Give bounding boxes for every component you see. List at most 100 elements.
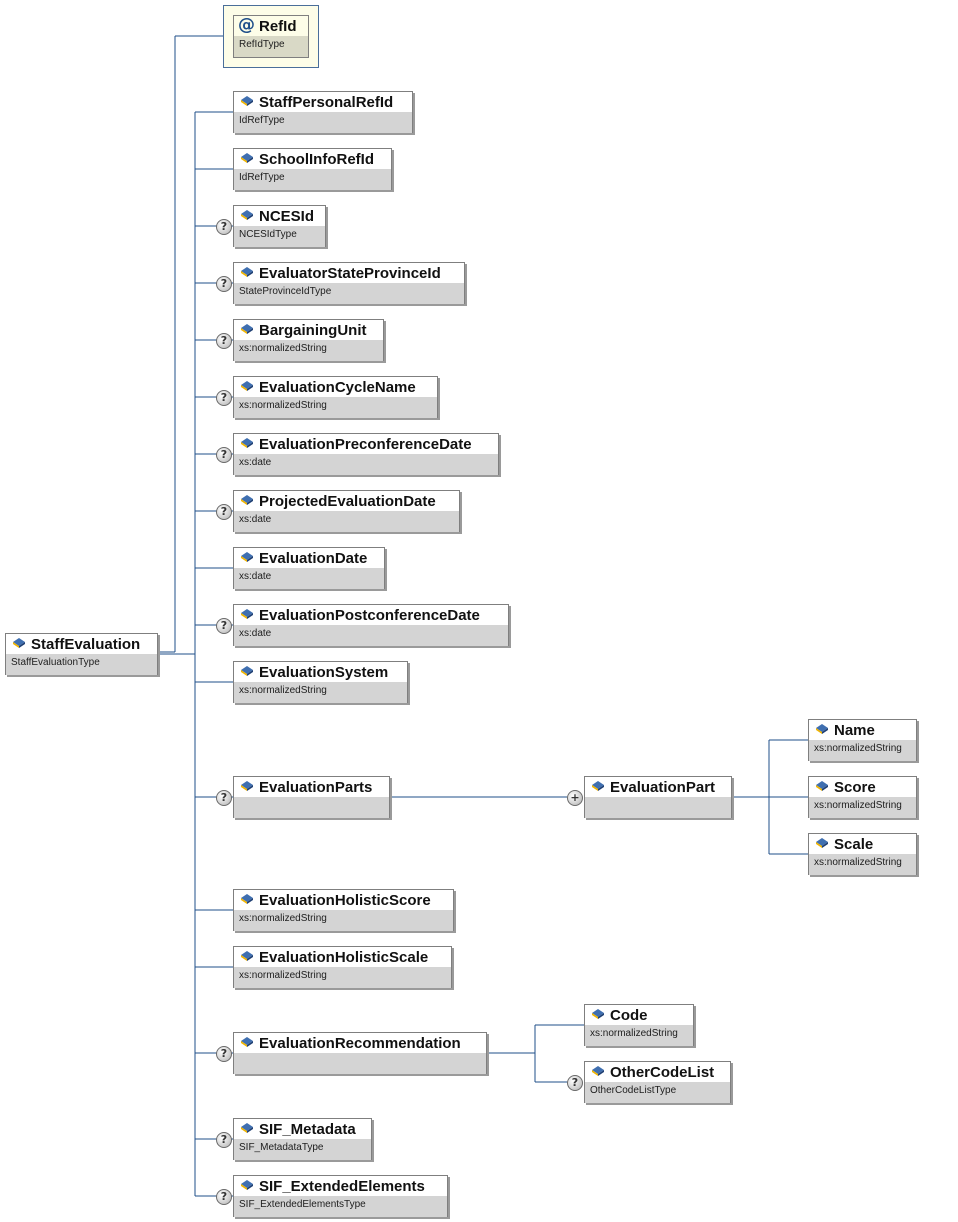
element-type: xs:date [234,568,384,589]
plus-badge-icon[interactable]: + [567,790,583,806]
element-icon [241,381,253,391]
element-icon [13,638,25,648]
element-icon [816,724,828,734]
root-name: StaffEvaluation [31,636,141,653]
element-name: EvaluatorStateProvinceId [259,265,441,282]
element-type: xs:normalizedString [234,910,453,931]
question-mark-badge-icon[interactable]: ? [216,618,232,634]
question-mark-badge-icon[interactable]: ? [216,276,232,292]
question-mark-badge-icon[interactable]: ? [216,504,232,520]
element-name: Scale [834,836,874,853]
element-type: xs:normalizedString [234,397,437,418]
element-type: IdRefType [234,169,391,190]
element-name: EvaluationSystem [259,664,389,681]
element-type: xs:normalizedString [234,682,407,703]
element-type: xs:normalizedString [809,797,916,818]
element-type: SIF_MetadataType [234,1139,371,1160]
element-icon [241,267,253,277]
element-icon [241,1037,253,1047]
element-name: ProjectedEvaluationDate [259,493,436,510]
element-icon [241,438,253,448]
element-icon [241,495,253,505]
element-type [234,797,389,818]
element-icon [241,666,253,676]
element-type: xs:date [234,625,508,646]
element-type: xs:normalizedString [809,740,916,761]
question-mark-badge-icon[interactable]: ? [216,333,232,349]
question-mark-badge-icon[interactable]: ? [216,447,232,463]
element-icon [241,210,253,220]
root-element-staffevaluation[interactable]: StaffEvaluation StaffEvaluationType [5,633,158,675]
element-type: xs:normalizedString [809,854,916,875]
element-icon [241,951,253,961]
element-type: xs:date [234,454,498,475]
element-type [585,797,731,818]
question-mark-badge-icon[interactable]: ? [216,790,232,806]
question-mark-badge-icon[interactable]: ? [216,390,232,406]
attribute-refid[interactable]: @ RefId RefIdType [233,15,309,58]
element-type [234,1053,486,1074]
element-icon [592,1066,604,1076]
question-mark-badge-icon[interactable]: ? [216,1132,232,1148]
element-type: xs:date [234,511,459,532]
question-mark-badge-icon[interactable]: ? [567,1075,583,1091]
element-evaluationrecommendation[interactable]: EvaluationRecommendation [233,1032,487,1074]
attribute-name: RefId [259,18,297,35]
element-name: StaffPersonalRefId [259,94,394,111]
element-type: xs:normalizedString [585,1025,693,1046]
element-evaluationparts[interactable]: EvaluationParts [233,776,390,818]
element-name: SIF_ExtendedElements [259,1178,425,1195]
element-name: EvaluationParts [259,779,373,796]
element-name: Name [834,722,875,739]
element-type: StateProvinceIdType [234,283,464,304]
element-evaluationpart[interactable]: EvaluationPart [584,776,732,818]
element-icon [816,838,828,848]
element-name: BargainingUnit [259,322,367,339]
element-type: xs:normalizedString [234,967,451,988]
element-icon [241,894,253,904]
element-icon [241,1123,253,1133]
element-name: NCESId [259,208,315,225]
at-sign-icon: @ [238,15,255,35]
root-type: StaffEvaluationType [6,654,157,675]
element-type: SIF_ExtendedElementsType [234,1196,447,1217]
element-icon [241,324,253,334]
element-icon [592,781,604,791]
element-name: SchoolInfoRefId [259,151,374,168]
element-type: NCESIdType [234,226,325,247]
question-mark-badge-icon[interactable]: ? [216,1046,232,1062]
element-icon [241,153,253,163]
attribute-type: RefIdType [234,36,308,57]
element-name: EvaluationRecommendation [259,1035,461,1052]
element-icon [241,781,253,791]
element-icon [592,1009,604,1019]
element-name: Code [610,1007,648,1024]
element-name: EvaluationDate [259,550,368,567]
element-name: EvaluationHolisticScore [259,892,431,909]
question-mark-badge-icon[interactable]: ? [216,1189,232,1205]
element-name: EvaluationPostconferenceDate [259,607,480,624]
element-name: EvaluationHolisticScale [259,949,429,966]
question-mark-badge-icon[interactable]: ? [216,219,232,235]
element-name: Score [834,779,876,796]
